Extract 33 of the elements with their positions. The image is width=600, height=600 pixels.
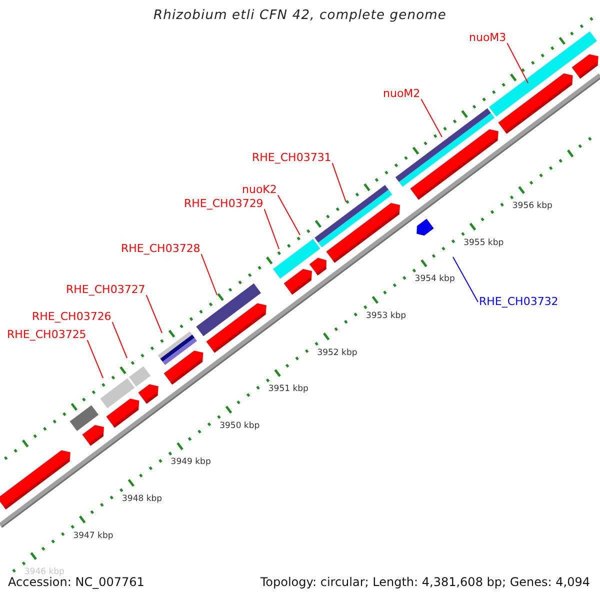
- leader-line: [86, 340, 104, 378]
- leader-line: [332, 162, 346, 202]
- leader-line: [420, 98, 442, 138]
- gene-label: nuoM2: [383, 88, 420, 100]
- title: Rhizobium etli CFN 42, complete genome: [152, 9, 448, 24]
- scale-label: 3948 kbp: [122, 495, 162, 504]
- leader-line: [146, 294, 162, 334]
- leader-line: [452, 256, 478, 303]
- genome-summary-text: Topology: circular; Length: 4,381,608 bp; Genes: 4,094: [260, 576, 590, 590]
- gene-label: RHE_CH03731: [252, 152, 332, 164]
- leader-line: [264, 208, 280, 250]
- scale-label: 3949 kbp: [170, 458, 211, 468]
- leader-line: [506, 42, 528, 84]
- leader-line: [277, 194, 300, 236]
- scale-label: 3950 kbp: [220, 422, 260, 432]
- scale-label: 3952 kbp: [317, 348, 358, 358]
- leader-line: [200, 254, 218, 296]
- scale-label: 3951 kbp: [268, 385, 308, 395]
- gene-label: nuoK2: [242, 184, 277, 196]
- scale-label: 3953 kbp: [366, 312, 406, 322]
- scale-label: 3956 kbp: [512, 202, 552, 212]
- scale-label: 3947 kbp: [73, 532, 114, 541]
- gene-label: nuoM3: [469, 32, 506, 44]
- gene-label: RHE_CH03732: [479, 296, 558, 308]
- gene-label: RHE_CH03725: [7, 329, 86, 342]
- scale-label: 3954 kbp: [414, 275, 455, 285]
- accession-text: Accession: NC_007761: [8, 576, 144, 590]
- scale-label: 3955 kbp: [464, 238, 504, 248]
- gene-label: RHE_CH03726: [32, 311, 112, 324]
- leader-line: [112, 322, 128, 358]
- gene-label: RHE_CH03729: [184, 198, 264, 210]
- gene-label: RHE_CH03728: [121, 243, 200, 256]
- gene-label: RHE_CH03727: [66, 284, 146, 296]
